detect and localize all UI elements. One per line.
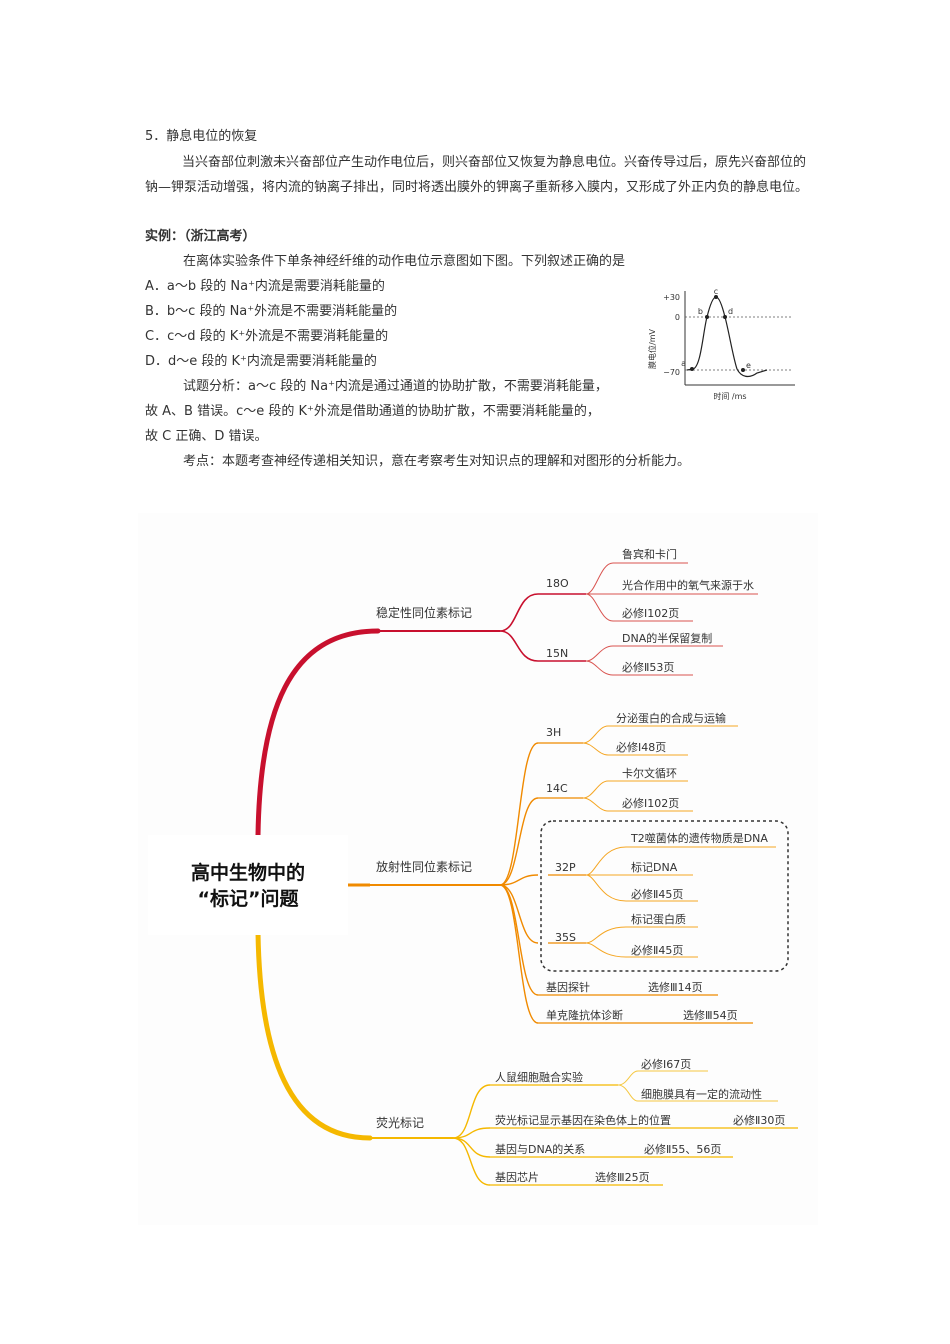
example-label: 实例：（浙江高考） (145, 229, 256, 244)
point-c (714, 295, 718, 299)
t2-phage-group-box (540, 820, 789, 972)
item-page-45-b: 必修Ⅱ45页 (631, 943, 683, 957)
analysis-line-1: 试题分析：a～c 段的 Na⁺内流是通过通道的协助扩散，不需要消耗能量， (183, 379, 608, 394)
point-b (705, 315, 709, 319)
option-a: A．a～b 段的 Na⁺内流是需要消耗能量的 (145, 279, 385, 294)
item-gene-chip: 基因芯片 (495, 1170, 539, 1184)
isotope-15n: 15N (546, 647, 568, 660)
isotope-3h: 3H (546, 726, 561, 739)
item-membrane-fluidity: 细胞膜具有一定的流动性 (641, 1087, 762, 1101)
item-page-48: 必修Ⅰ48页 (616, 740, 666, 754)
graph-y-label: 膜电位/mV (647, 328, 657, 368)
item-page-25: 选修Ⅲ25页 (595, 1170, 650, 1184)
item-label-dna: 标记DNA (631, 860, 678, 874)
action-potential-curve (686, 296, 768, 378)
center-box (148, 835, 348, 935)
item-page-102-a: 必修Ⅰ102页 (622, 606, 679, 620)
question: 在离体实验条件下单条神经纤维的动作电位示意图如下图。下列叙述正确的是 (183, 254, 626, 269)
label-e: e (746, 361, 751, 370)
item-gene-probe: 基因探针 (546, 980, 590, 994)
item-page-67: 必修Ⅰ67页 (641, 1057, 691, 1071)
item-semiconservative: DNA的半保留复制 (622, 631, 712, 645)
mindmap: 高中生物中的 “标记”问题 稳定性同位素标记 18O 鲁宾和卡门 光合作用中的氧… (138, 513, 818, 1225)
item-calvin-cycle: 卡尔文循环 (622, 766, 677, 780)
item-page-54: 选修Ⅲ54页 (683, 1008, 738, 1022)
item-page-102-b: 必修Ⅰ102页 (622, 796, 679, 810)
item-page-53: 必修Ⅱ53页 (622, 660, 674, 674)
analysis-line-3: 故 C 正确、D 错误。 (145, 429, 268, 444)
trunk-branch1 (255, 628, 381, 838)
option-b: B．b～c 段的 Na⁺外流是不需要消耗能量的 (145, 304, 398, 319)
item-gene-location: 荧光标记显示基因在染色体上的位置 (495, 1113, 671, 1127)
branch2-label: 放射性同位素标记 (376, 859, 472, 874)
action-potential-graph: 膜电位/mV +30 0 −70 a b c d e 时间 /ms (647, 287, 795, 401)
isotope-18o: 18O (546, 577, 569, 590)
item-page-45-a: 必修Ⅱ45页 (631, 887, 683, 901)
isotope-35s: 35S (555, 931, 576, 944)
branch3-label: 荧光标记 (376, 1116, 424, 1130)
graph-tick-zero: 0 (675, 313, 680, 322)
item-label-protein: 标记蛋白质 (631, 912, 686, 926)
analysis-line-2: 故 A、B 错误。c～e 段的 K⁺外流是借助通道的协助扩散，不需要消耗能量的， (145, 404, 600, 419)
section-title: 5．静息电位的恢复 (145, 129, 258, 144)
point-e (741, 368, 745, 372)
item-secretory-protein: 分泌蛋白的合成与运输 (616, 711, 726, 725)
branch-radioactive-isotope: 放射性同位素标记 3H 分泌蛋白的合成与运输 必修Ⅰ48页 14C 卡尔文循环 … (370, 711, 789, 1024)
item-cell-fusion: 人鼠细胞融合实验 (495, 1070, 583, 1084)
graph-tick-bottom: −70 (663, 368, 680, 377)
center-title-line2: “标记”问题 (198, 888, 299, 910)
item-page-55-56: 必修Ⅱ55、56页 (644, 1142, 721, 1156)
item-page-30: 必修Ⅱ30页 (733, 1113, 785, 1127)
branch-fluorescent: 荧光标记 人鼠细胞融合实验 必修Ⅰ67页 细胞膜具有一定的流动性 荧光标记显示基… (370, 1057, 798, 1186)
label-b: b (698, 307, 703, 316)
graph-x-label: 时间 /ms (713, 391, 746, 401)
item-oxygen-source: 光合作用中的氧气来源于水 (622, 578, 754, 592)
item-page-14: 选修Ⅲ14页 (648, 980, 703, 994)
branch-stable-isotope: 稳定性同位素标记 18O 鲁宾和卡门 光合作用中的氧气来源于水 必修Ⅰ102页 … (370, 547, 758, 676)
isotope-32p: 32P (555, 861, 576, 874)
branch1-label: 稳定性同位素标记 (376, 605, 472, 620)
isotope-14c: 14C (546, 782, 568, 795)
item-ruben-kamen: 鲁宾和卡门 (622, 547, 677, 561)
option-c: C．c～d 段的 K⁺外流是不需要消耗能量的 (145, 329, 389, 344)
point-d (723, 315, 727, 319)
graph-tick-top: +30 (663, 293, 680, 302)
item-gene-dna: 基因与DNA的关系 (495, 1142, 585, 1156)
label-c: c (714, 287, 718, 296)
kaodian: 考点：本题考查神经传递相关知识，意在考察考生对知识点的理解和对图形的分析能力。 (183, 454, 691, 469)
item-monoclonal: 单克隆抗体诊断 (546, 1008, 623, 1022)
trunk-branch3 (255, 930, 373, 1141)
label-d: d (728, 307, 733, 316)
point-a (690, 367, 694, 371)
center-title-line1: 高中生物中的 (191, 861, 305, 884)
label-a: a (681, 359, 686, 368)
paragraph: 当兴奋部位刺激未兴奋部位产生动作电位后，则兴奋部位又恢复为静息电位。兴奋传导过后… (145, 155, 809, 195)
option-d: D．d～e 段的 K⁺内流是需要消耗能量的 (145, 354, 377, 369)
item-t2-phage: T2噬菌体的遗传物质是DNA (630, 831, 768, 845)
